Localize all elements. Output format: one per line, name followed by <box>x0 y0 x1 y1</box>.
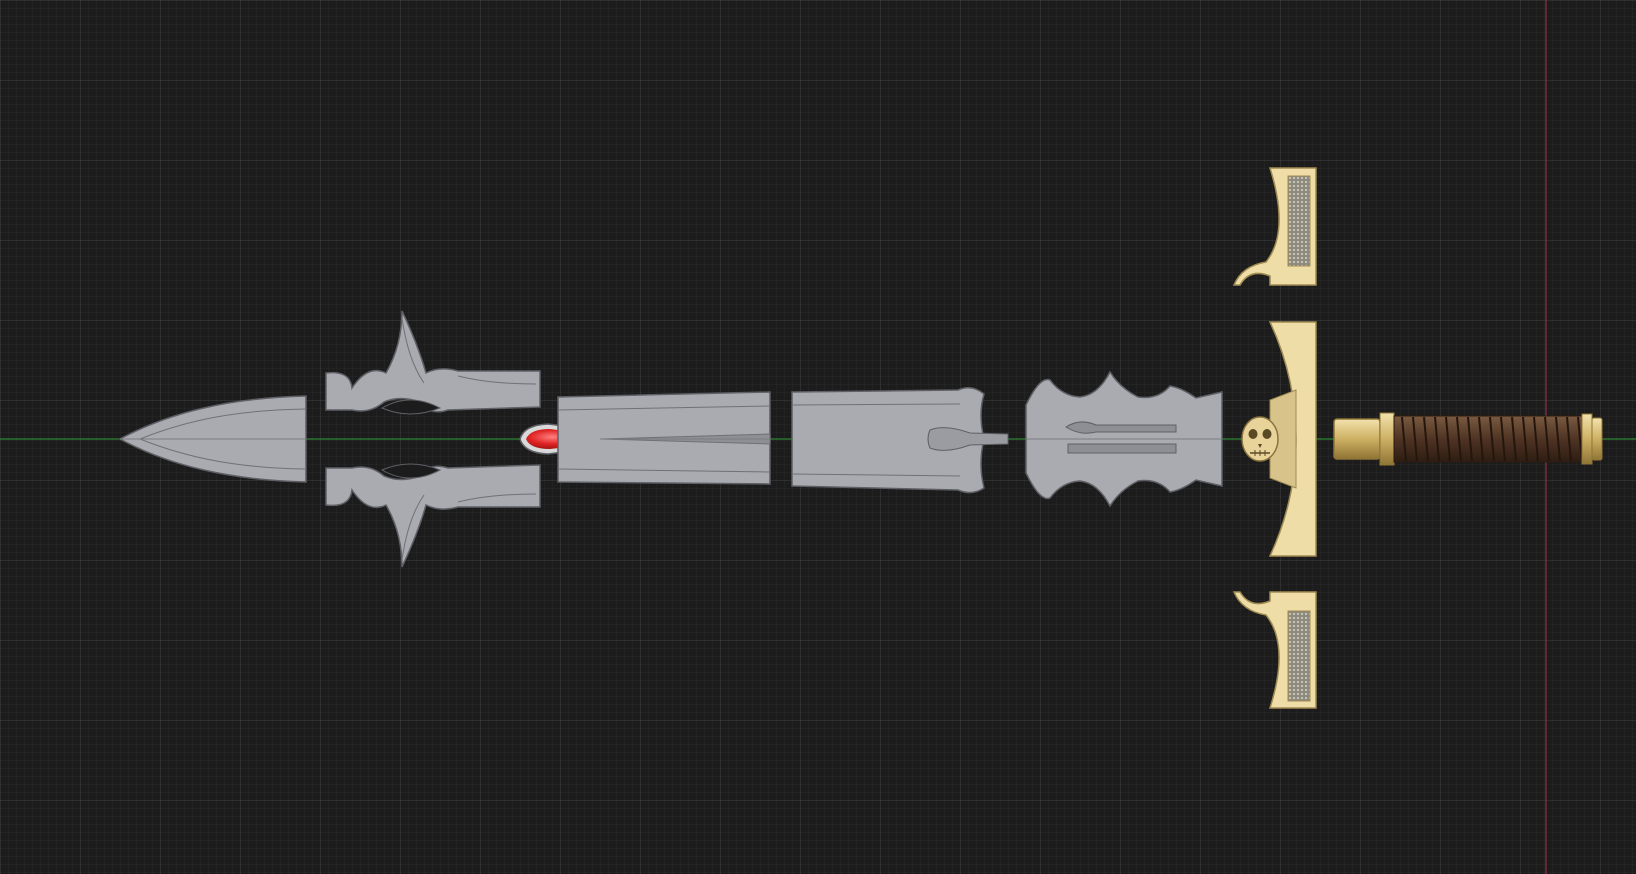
grip-wrap-line <box>1522 416 1528 462</box>
grip-wrap-line <box>1566 416 1572 462</box>
grip-wrap-line <box>1577 416 1583 462</box>
grip-wrap-line <box>1500 416 1506 462</box>
skull-icon <box>1241 416 1279 462</box>
grip-wrap-line <box>1456 416 1462 462</box>
grip-wrap-line <box>1555 416 1561 462</box>
blade-middle-part[interactable] <box>557 391 771 485</box>
crossguard-bottom-piece[interactable] <box>1232 591 1317 709</box>
blade-tip-part[interactable] <box>118 395 307 483</box>
grip-wrap-line <box>1423 416 1429 462</box>
blade-lower-wing-part[interactable] <box>325 463 541 568</box>
grip-wrap-line <box>1478 416 1484 462</box>
grip-wrap-line <box>1511 416 1517 462</box>
handle-part[interactable] <box>1333 412 1603 466</box>
grip-wrap-line <box>1544 416 1550 462</box>
blade-upper-wing-part[interactable] <box>325 310 541 415</box>
grip-wrap-line <box>1434 416 1440 462</box>
grip-wrap-line <box>1533 416 1539 462</box>
blade-base-part[interactable] <box>791 387 1009 494</box>
grip-wrap-line <box>1489 416 1495 462</box>
crossguard-top-piece[interactable] <box>1232 167 1317 286</box>
blade-spiked-ricasso-part[interactable] <box>1025 370 1223 508</box>
grip-wrap-line <box>1412 416 1418 462</box>
grip-wrap-line <box>1467 416 1473 462</box>
grip-wraps <box>1401 416 1583 462</box>
grip-wrap-line <box>1401 416 1407 462</box>
grip-wrap-line <box>1445 416 1451 462</box>
